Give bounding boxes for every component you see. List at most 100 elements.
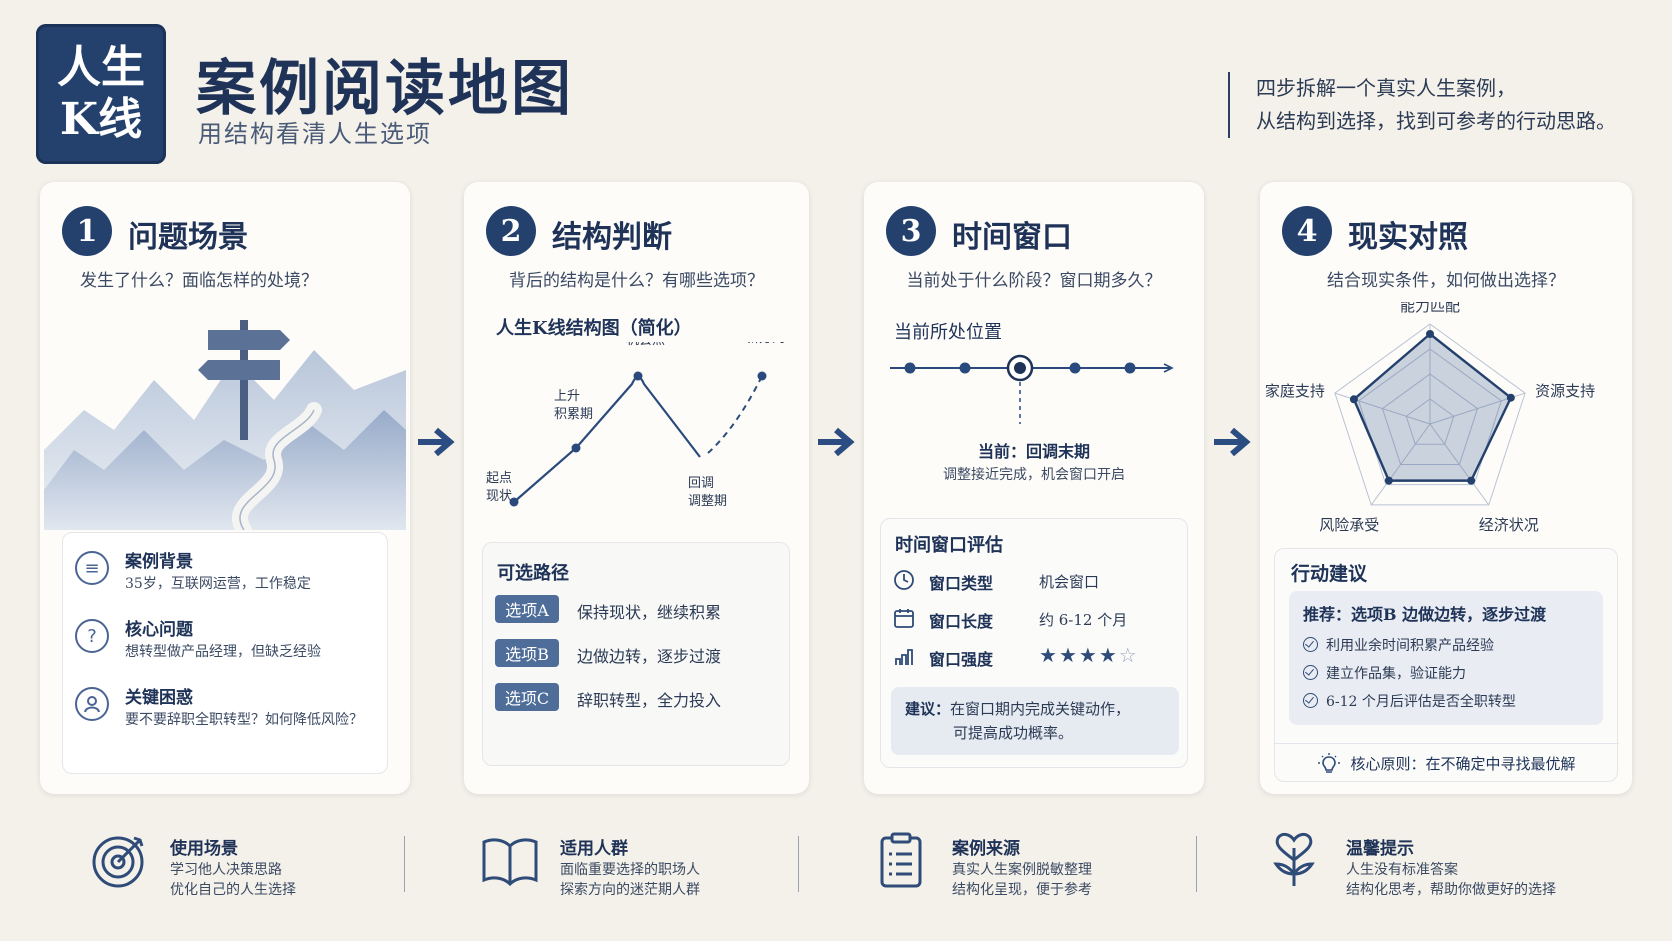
advice-line2: 可提高成功概率。 — [953, 724, 1074, 742]
radar-grid-ring — [1405, 398, 1455, 445]
recommendation-title: 推荐：选项B 边做边转，逐步过渡 — [1303, 605, 1547, 624]
card-time-window: 3 时间窗口 当前处于什么阶段？窗口期多久？ 当前所处位置 当前：回调末期 调整… — [864, 182, 1204, 794]
footer-divider — [404, 836, 405, 892]
kline-point-label: 机会点 — [626, 342, 665, 348]
radar-grid-ring — [1381, 373, 1479, 465]
eval-row-strength: 窗口强度 ★★★★☆ — [893, 643, 1173, 671]
star-filled-icon: ★ — [1078, 643, 1099, 667]
eval-value: 约 6-12 个月 — [1039, 611, 1128, 629]
radar-axis-label: 资源支持 — [1535, 382, 1595, 400]
footer-line: 真实人生案例脱敏整理 — [952, 862, 1092, 878]
footer-divider — [798, 836, 799, 892]
window-eval-box: 时间窗口评估 窗口类型 机会窗口 窗口长度 约 6-12 个月 窗口强度 ★★★… — [880, 518, 1188, 768]
card-question: 发生了什么？面临怎样的处境？ — [80, 271, 318, 291]
kline-point — [757, 371, 767, 381]
kline-point-label: 起点 — [486, 471, 512, 486]
advice-line1: 在窗口期内完成关键动作， — [950, 700, 1131, 718]
recommendation-item: 建立作品集，验证能力 — [1303, 663, 1466, 683]
clock-icon — [894, 570, 914, 590]
kline-dashed-line — [707, 375, 763, 454]
advice-label: 建议： — [905, 700, 951, 718]
kline-point — [509, 497, 519, 507]
check-circle-icon — [1303, 693, 1318, 708]
bar-chart-icon — [895, 649, 913, 665]
timeline-dot — [959, 362, 971, 374]
timeline-dot — [1069, 362, 1081, 374]
footer-line: 结构化思考，帮助你做更好的选择 — [1346, 882, 1556, 898]
kline-point-label: 积累期 — [554, 407, 593, 422]
star-filled-icon: ★ — [1098, 643, 1119, 667]
footer-line: 探索方向的迷茫期人群 — [560, 882, 700, 898]
option-text: 边做边转，逐步过渡 — [577, 647, 722, 666]
card-structure-judgment: 2 结构判断 背后的结构是什么？有哪些选项？ 人生K线结构图（简化） 起点现状上… — [464, 182, 809, 794]
footer-line: 人生没有标准答案 — [1346, 862, 1458, 878]
eval-value: 机会窗口 — [1039, 573, 1100, 591]
heart-plant-icon — [1273, 832, 1315, 886]
mountain-signpost-illustration — [44, 320, 406, 530]
action-title: 行动建议 — [1291, 563, 1368, 585]
timeline-current-dot — [1014, 362, 1026, 374]
info-title: 关键困惑 — [125, 688, 193, 708]
position-title: 当前所处位置 — [894, 322, 1002, 343]
star-filled-icon: ★ — [1058, 643, 1079, 667]
footer-title: 使用场景 — [170, 839, 238, 859]
recommendation-text: 利用业余时间积累产品经验 — [1326, 638, 1494, 654]
star-empty-icon: ☆ — [1118, 643, 1139, 667]
card-title: 时间窗口 — [952, 220, 1072, 255]
principle-text: 核心原则：在不确定中寻找最优解 — [1350, 755, 1576, 773]
kline-chart: 起点现状上升积累期高点机会点回调调整期新高新方向 — [486, 342, 785, 509]
advice-box: 建议：在窗口期内完成关键动作， 可提高成功概率。 — [891, 687, 1179, 755]
footer-line: 优化自己的人生选择 — [170, 882, 296, 898]
radar-axis-label: 家庭支持 — [1265, 382, 1325, 400]
radar-value-area — [1352, 332, 1513, 482]
recommendation-item: 6-12 个月后评估是否全职转型 — [1303, 691, 1516, 711]
timeline-arrowhead — [1163, 363, 1174, 373]
kline-point-label: 新方向 — [746, 342, 785, 346]
kline-point-label: 回调 — [688, 476, 714, 491]
lightbulb-icon — [1318, 752, 1341, 773]
radar-point — [1467, 476, 1476, 485]
footer-divider — [1196, 836, 1197, 892]
footer-text: 人生没有标准答案结构化思考，帮助你做更好的选择 — [1346, 860, 1556, 900]
footer-line: 学习他人决策思路 — [170, 862, 282, 878]
recommendation-text: 建立作品集，验证能力 — [1326, 666, 1466, 682]
card-title: 结构判断 — [552, 220, 672, 255]
info-text: 35岁，互联网运营，工作稳定 — [125, 576, 311, 592]
timeline-chart — [890, 354, 1174, 424]
timeline-dot — [1124, 362, 1136, 374]
radar-grid-ring — [1334, 323, 1526, 506]
recommendation-item: 利用业余时间积累产品经验 — [1303, 635, 1494, 655]
radar-axis-label: 风险承受 — [1319, 516, 1379, 534]
kline-point-label: 上升 — [554, 389, 580, 404]
book-icon — [482, 838, 538, 887]
eval-label: 窗口长度 — [929, 612, 994, 631]
logo: 人生 K线 — [36, 24, 166, 164]
arrow-right-icon — [818, 427, 855, 457]
check-circle-icon — [1303, 637, 1318, 652]
header-note-line2: 从结构到选择，找到可参考的行动思路。 — [1256, 109, 1616, 133]
info-title: 核心问题 — [125, 620, 193, 640]
card-question: 背后的结构是什么？有哪些选项？ — [509, 271, 764, 291]
eval-row-type: 窗口类型 机会窗口 — [893, 567, 1173, 595]
eval-title: 时间窗口评估 — [895, 535, 1003, 556]
list-icon: ≡ — [75, 551, 109, 585]
target-icon — [92, 836, 144, 888]
radar-point — [1506, 393, 1515, 402]
logo-line1: 人生 — [57, 42, 145, 93]
star-filled-icon: ★ — [1039, 643, 1059, 667]
card-title: 现实对照 — [1348, 220, 1468, 255]
kline-point — [571, 443, 581, 453]
header-note-line1: 四步拆解一个真实人生案例， — [1256, 76, 1516, 100]
card-reality-check: 4 现实对照 结合现实条件，如何做出选择？ 能力匹配资源支持经济状况风险承受家庭… — [1260, 182, 1632, 794]
check-circle-icon — [1303, 665, 1318, 680]
calendar-icon — [894, 609, 914, 628]
option-text: 保持现状，继续积累 — [577, 603, 722, 622]
option-tag: 选项A — [495, 595, 559, 623]
footer-title: 案例来源 — [952, 839, 1020, 859]
step-number: 2 — [486, 206, 536, 256]
radar-axis-label: 能力匹配 — [1400, 302, 1460, 315]
current-stage-label: 当前：回调末期 — [977, 442, 1090, 461]
card-question: 当前处于什么阶段？窗口期多久？ — [906, 271, 1162, 291]
chart-title: 人生K线结构图（简化） — [496, 318, 692, 339]
